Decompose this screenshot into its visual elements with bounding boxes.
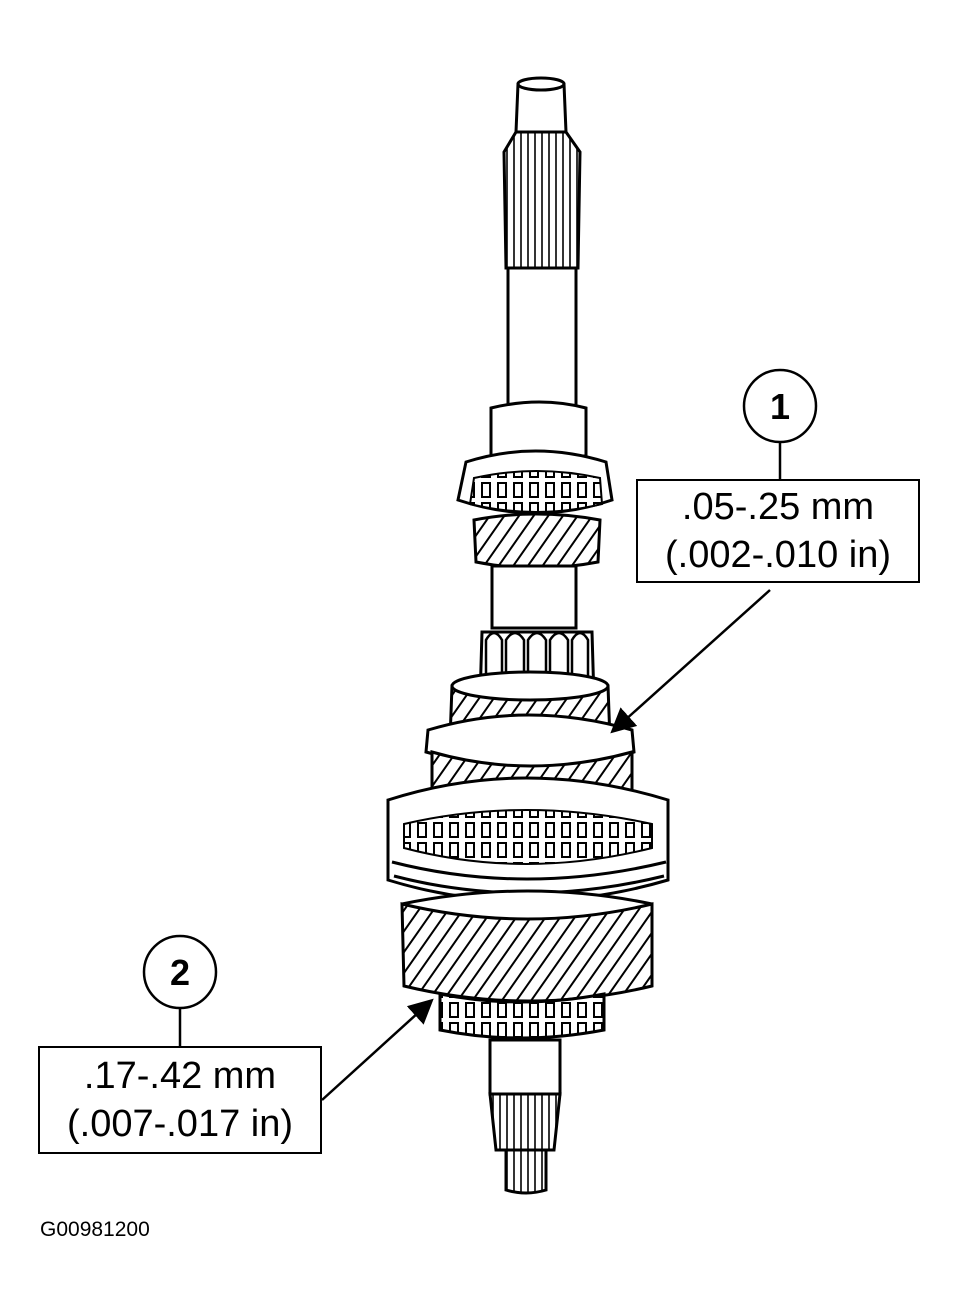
- callout-2-arrow: [321, 998, 434, 1101]
- shaft-collar: [489, 400, 588, 458]
- lower-bearing: [438, 992, 606, 1040]
- shaft-body: [506, 266, 578, 410]
- shaft-top-splines: [502, 130, 582, 270]
- callout-1: 1: [610, 368, 818, 734]
- shaft-bottom-splines: [488, 1092, 562, 1152]
- callout-2-spec-in: (.007-.017 in): [66, 1103, 293, 1145]
- output-shaft-assembly: [386, 76, 670, 1195]
- figure-id: G00981200: [40, 1218, 150, 1241]
- callout-2-spec-mm: .17-.42 mm: [83, 1055, 277, 1097]
- callout-1-number: 1: [770, 386, 790, 427]
- shaft-thread: [504, 1148, 548, 1195]
- callout-2-number: 2: [170, 952, 190, 993]
- callout-2-spec-box: .17-.42 mm (.007-.017 in): [38, 1046, 322, 1154]
- small-gear: [472, 512, 602, 570]
- callout-1-spec-mm: .05-.25 mm: [681, 486, 875, 528]
- callout-1-spec-box: .05-.25 mm (.002-.010 in): [636, 479, 920, 583]
- first-gear: [400, 902, 654, 1003]
- callout-1-arrow: [610, 589, 771, 734]
- callout-1-spec-in: (.002-.010 in): [664, 534, 891, 576]
- callout-2: 2: [142, 934, 434, 1101]
- shaft-lower: [488, 1038, 562, 1096]
